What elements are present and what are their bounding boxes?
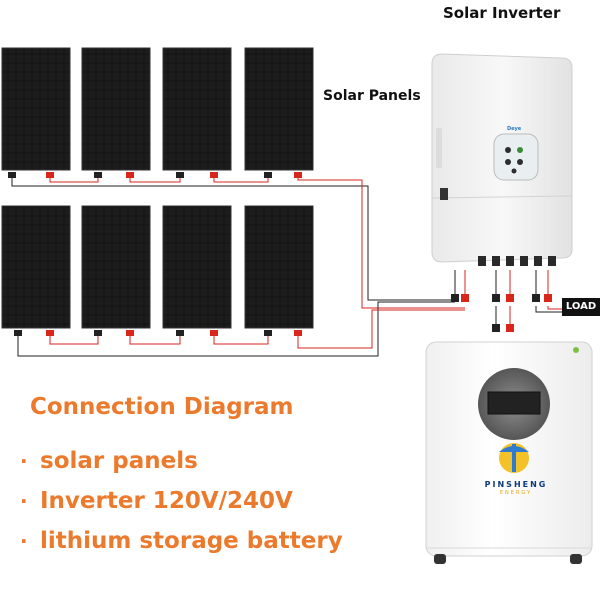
connector-icon (461, 294, 469, 302)
connector-icon (451, 294, 459, 302)
battery-brand-sub: ENERGY (499, 490, 533, 496)
solar-panel-icon (162, 47, 232, 171)
solar-panel-icon (81, 205, 151, 329)
connector-icon (532, 294, 540, 302)
solar-panel-row-top (1, 47, 314, 171)
connectors (8, 172, 552, 336)
wire-black (17, 301, 455, 357)
connector-icon (94, 172, 102, 178)
connector-icon (176, 330, 184, 336)
connector-icon (94, 330, 102, 336)
bullet-item: · solar panels (20, 448, 198, 474)
wire-red (49, 174, 99, 183)
bullet-dot: · (20, 449, 28, 473)
diagram-heading: Connection Diagram (30, 394, 294, 420)
wire-red (547, 306, 562, 310)
connector-icon (14, 330, 22, 336)
solar-panel-row-bottom (1, 205, 314, 329)
connector-icon (210, 172, 218, 178)
connector-icon (492, 324, 500, 332)
wire-red (213, 332, 269, 345)
connector-icon (126, 330, 134, 336)
connector-icon (294, 330, 302, 336)
inverter-brand-logo: Deye (507, 126, 522, 132)
solar-panel-icon (81, 47, 151, 171)
wire-black (11, 174, 455, 301)
bullet-dot: · (20, 529, 28, 553)
connector-icon (492, 294, 500, 302)
bullet-text: solar panels (40, 448, 198, 474)
wire-red (129, 174, 181, 183)
connector-icon (506, 294, 514, 302)
solar-panels-label: Solar Panels (323, 88, 421, 104)
solar-panel-icon (1, 205, 71, 329)
bullet-text: lithium storage battery (40, 528, 343, 554)
wire-red (297, 309, 465, 349)
solar-inverter-label: Solar Inverter (443, 4, 561, 22)
connector-icon (264, 172, 272, 178)
connector-icon (46, 330, 54, 336)
connector-icon (126, 172, 134, 178)
battery-icon (425, 341, 593, 564)
connector-icon (544, 294, 552, 302)
connector-icon (506, 324, 514, 332)
inverter-icon (431, 53, 573, 266)
connector-icon (46, 172, 54, 178)
battery-brand: PINSHENG (484, 480, 548, 489)
bullet-item: · lithium storage battery (20, 528, 343, 554)
connector-icon (176, 172, 184, 178)
wire-red (129, 332, 181, 345)
wire-black (535, 306, 562, 313)
connector-icon (210, 330, 218, 336)
bullet-item: · Inverter 120V/240V (20, 488, 293, 514)
bullet-text: Inverter 120V/240V (40, 488, 293, 514)
connector-icon (264, 330, 272, 336)
bullet-dot: · (20, 489, 28, 513)
solar-panel-icon (244, 47, 314, 171)
connector-icon (8, 172, 16, 178)
load-tag: LOAD (562, 298, 600, 316)
connector-icon (294, 172, 302, 178)
solar-panel-icon (244, 205, 314, 329)
solar-panel-icon (1, 47, 71, 171)
wire-red (213, 174, 269, 183)
solar-panel-icon (162, 205, 232, 329)
wire-red (49, 332, 99, 345)
